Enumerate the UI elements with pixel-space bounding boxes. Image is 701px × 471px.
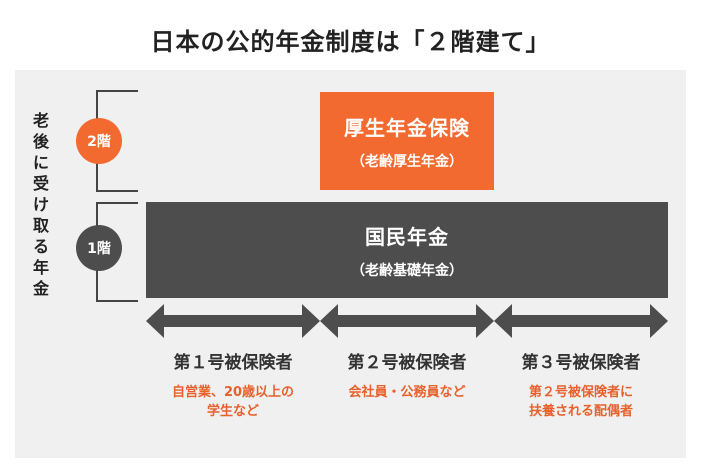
first-floor-badge-label: 1階 bbox=[87, 241, 111, 257]
employees-pension-subtitle: （老齢厚生年金） bbox=[351, 153, 463, 170]
second-floor-badge: 2階 bbox=[76, 118, 122, 164]
second-floor-badge-label: 2階 bbox=[87, 134, 111, 150]
category-1-description-line: 自営業、20歳以上の bbox=[171, 385, 295, 400]
first-floor-badge: 1階 bbox=[76, 225, 122, 271]
national-pension-title: 国民年金 bbox=[365, 224, 449, 249]
category-3-label: 第３号被保険者 bbox=[521, 353, 641, 373]
category-3-description-line: 扶養される配偶者 bbox=[528, 404, 633, 419]
category-1-label: 第１号被保険者 bbox=[173, 353, 293, 373]
national-pension-subtitle: （老齢基礎年金） bbox=[351, 262, 463, 279]
double-arrow-icon bbox=[320, 304, 494, 338]
employees-pension-box: 厚生年金保険 （老齢厚生年金） bbox=[320, 92, 494, 190]
category-2-label: 第２号被保険者 bbox=[347, 353, 467, 373]
employees-pension-title: 厚生年金保険 bbox=[344, 115, 470, 140]
double-arrow-icon bbox=[494, 304, 668, 338]
category-3-description: 第２号被保険者に 扶養される配偶者 bbox=[494, 383, 668, 421]
double-arrow-icon bbox=[146, 304, 320, 338]
side-label: 老後に受け取る年金 bbox=[32, 111, 49, 298]
national-pension-box: 国民年金 （老齢基礎年金） bbox=[146, 202, 668, 298]
page-title: 日本の公的年金制度は「２階建て」 bbox=[150, 28, 551, 56]
category-2-description: 会社員・公務員など bbox=[320, 383, 494, 402]
category-3-description-line: 第２号被保険者に bbox=[528, 385, 633, 400]
category-1-description-line: 学生など bbox=[206, 404, 259, 419]
category-1-description: 自営業、20歳以上の 学生など bbox=[146, 383, 320, 421]
category-2-description-line: 会社員・公務員など bbox=[348, 385, 466, 400]
